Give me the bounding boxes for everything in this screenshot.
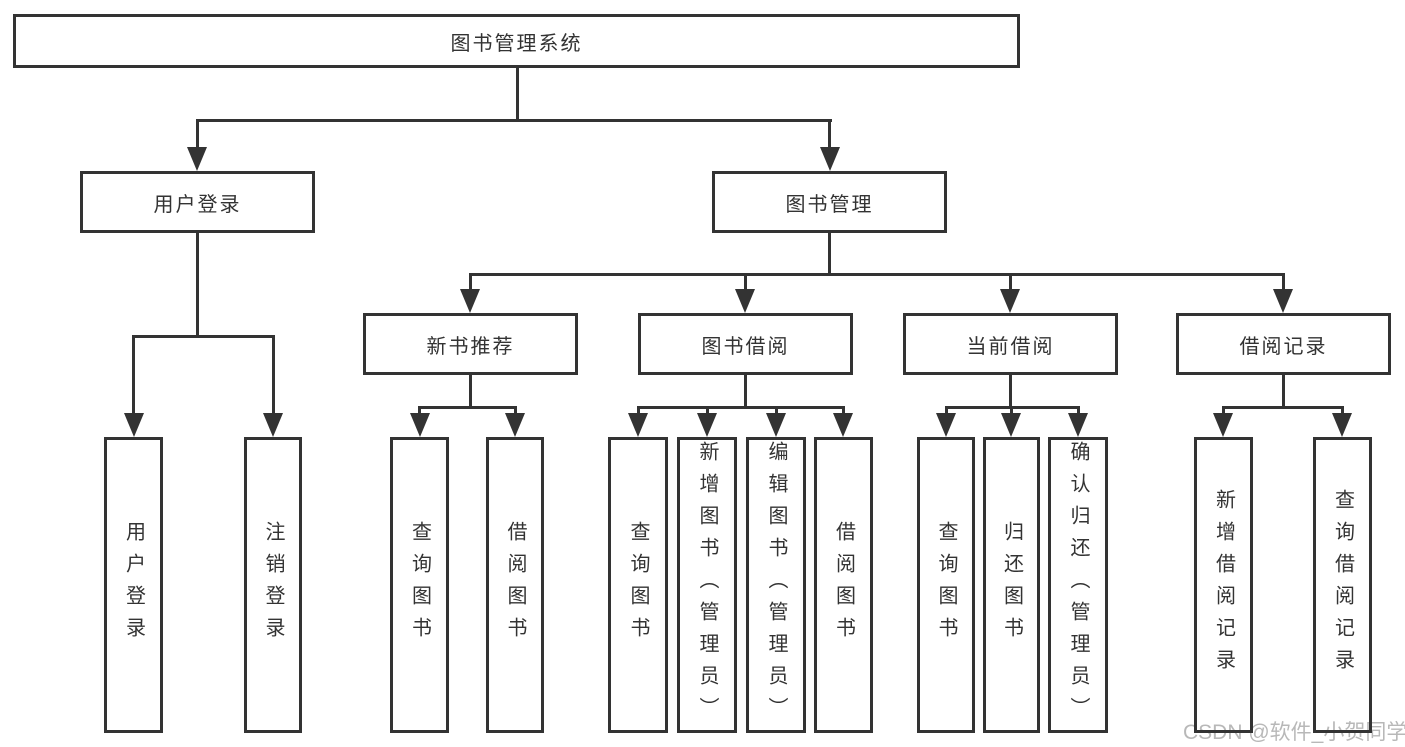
connector-line bbox=[744, 375, 747, 409]
connector-line bbox=[1009, 273, 1012, 295]
arrow-down-icon bbox=[1213, 413, 1233, 437]
arrow-down-icon bbox=[833, 413, 853, 437]
node-root: 图书管理系统 bbox=[13, 14, 1020, 68]
node-br-query-record: 查询借阅记录 bbox=[1313, 437, 1372, 733]
node-book-borrowing: 图书借阅 bbox=[638, 313, 853, 375]
connector-line bbox=[516, 68, 519, 122]
arrow-down-icon bbox=[735, 289, 755, 313]
connector-line bbox=[1222, 406, 1344, 409]
node-current-borrowing: 当前借阅 bbox=[903, 313, 1118, 375]
connector-line bbox=[828, 233, 831, 276]
node-cb-query-books: 查询图书 bbox=[917, 437, 975, 733]
node-borrowing-records-label: 借阅记录 bbox=[1239, 335, 1328, 358]
node-bb-borrow-books-label: 借阅图书 bbox=[832, 521, 855, 649]
node-bb-add-books-admin-label: 新增图书（管理员） bbox=[696, 441, 718, 729]
connector-line bbox=[828, 119, 831, 150]
arrow-down-icon bbox=[124, 413, 144, 437]
arrow-down-icon bbox=[697, 413, 717, 437]
arrow-down-icon bbox=[766, 413, 786, 437]
connector-line bbox=[1282, 375, 1285, 409]
node-cb-confirm-return-admin-label: 确认归还（管理员） bbox=[1067, 441, 1089, 729]
connector-line bbox=[469, 375, 472, 409]
node-book-management-label: 图书管理 bbox=[785, 193, 874, 216]
connector-line bbox=[196, 233, 199, 338]
node-logout-action: 注销登录 bbox=[244, 437, 302, 733]
node-cb-query-books-label: 查询图书 bbox=[935, 521, 957, 649]
node-book-management: 图书管理 bbox=[712, 171, 947, 233]
connector-line bbox=[418, 406, 517, 409]
node-br-add-record: 新增借阅记录 bbox=[1194, 437, 1253, 733]
arrow-down-icon bbox=[628, 413, 648, 437]
arrow-down-icon bbox=[263, 413, 283, 437]
node-book-borrowing-label: 图书借阅 bbox=[701, 335, 790, 358]
node-user-login-action-label: 用户登录 bbox=[122, 521, 145, 649]
connector-line bbox=[132, 335, 135, 420]
node-cb-return-books-label: 归还图书 bbox=[1000, 521, 1023, 649]
node-bb-edit-books-admin-label: 编辑图书（管理员） bbox=[765, 441, 787, 729]
connector-line bbox=[744, 273, 747, 295]
arrow-down-icon bbox=[187, 147, 207, 171]
node-borrowing-records: 借阅记录 bbox=[1176, 313, 1391, 375]
node-user-login: 用户登录 bbox=[80, 171, 315, 233]
node-current-borrowing-label: 当前借阅 bbox=[966, 335, 1055, 358]
arrow-down-icon bbox=[460, 289, 480, 313]
connector-line bbox=[469, 273, 1285, 276]
node-cb-confirm-return-admin: 确认归还（管理员） bbox=[1048, 437, 1108, 733]
connector-line bbox=[637, 406, 845, 409]
node-nb-borrow-books: 借阅图书 bbox=[486, 437, 544, 733]
node-cb-return-books: 归还图书 bbox=[983, 437, 1040, 733]
arrow-down-icon bbox=[1001, 413, 1021, 437]
node-nb-borrow-books-label: 借阅图书 bbox=[504, 521, 526, 649]
node-bb-query-books: 查询图书 bbox=[608, 437, 668, 733]
connector-line bbox=[132, 335, 275, 338]
connector-line bbox=[196, 119, 199, 150]
node-nb-query-books-label: 查询图书 bbox=[408, 521, 431, 649]
connector-line bbox=[1282, 273, 1285, 295]
connector-line bbox=[196, 119, 832, 122]
connector-line bbox=[1009, 375, 1012, 409]
node-root-label: 图书管理系统 bbox=[450, 32, 583, 55]
node-user-login-label: 用户登录 bbox=[153, 193, 242, 216]
node-user-login-action: 用户登录 bbox=[104, 437, 163, 733]
node-bb-borrow-books: 借阅图书 bbox=[814, 437, 873, 733]
arrow-down-icon bbox=[410, 413, 430, 437]
arrow-down-icon bbox=[505, 413, 525, 437]
node-bb-query-books-label: 查询图书 bbox=[627, 521, 649, 649]
node-bb-edit-books-admin: 编辑图书（管理员） bbox=[746, 437, 806, 733]
arrow-down-icon bbox=[936, 413, 956, 437]
connector-line bbox=[272, 335, 275, 420]
node-logout-action-label: 注销登录 bbox=[262, 521, 284, 649]
arrow-down-icon bbox=[1273, 289, 1293, 313]
node-nb-query-books: 查询图书 bbox=[390, 437, 449, 733]
csdn-watermark: CSDN @软件_小贺同学 bbox=[1183, 721, 1405, 744]
arrow-down-icon bbox=[1000, 289, 1020, 313]
arrow-down-icon bbox=[820, 147, 840, 171]
node-bb-add-books-admin: 新增图书（管理员） bbox=[677, 437, 737, 733]
arrow-down-icon bbox=[1332, 413, 1352, 437]
node-br-add-record-label: 新增借阅记录 bbox=[1212, 489, 1235, 681]
node-new-book-recommend-label: 新书推荐 bbox=[426, 335, 515, 358]
connector-line bbox=[469, 273, 472, 295]
node-br-query-record-label: 查询借阅记录 bbox=[1331, 489, 1354, 681]
arrow-down-icon bbox=[1068, 413, 1088, 437]
node-new-book-recommend: 新书推荐 bbox=[363, 313, 578, 375]
